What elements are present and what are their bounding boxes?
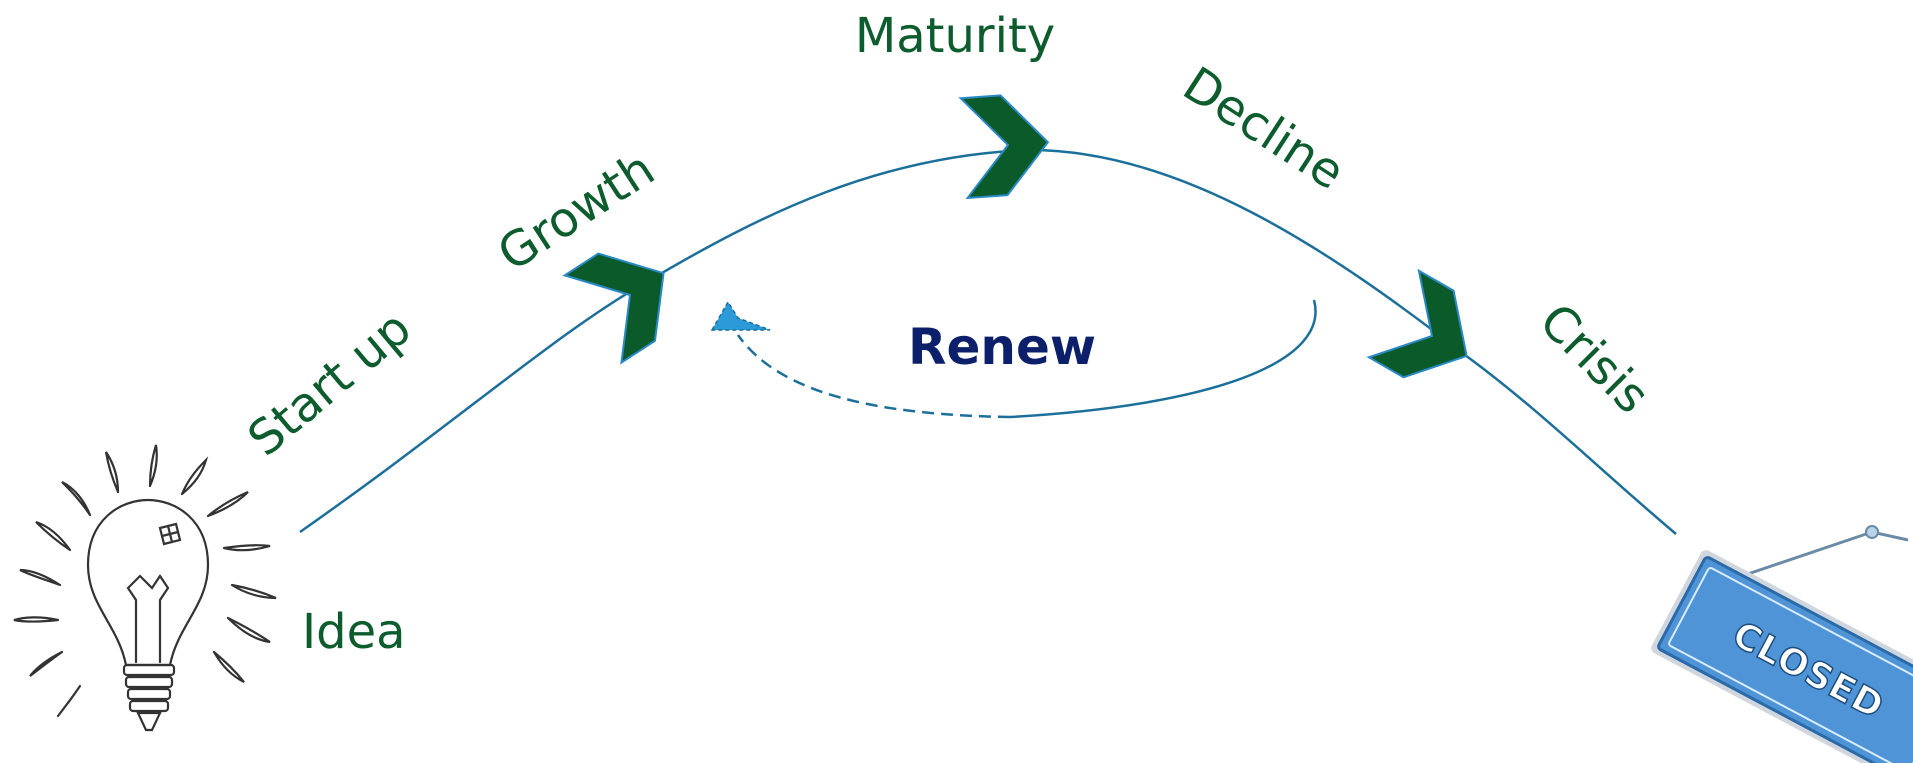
- renew-label: Renew: [908, 318, 1096, 376]
- stage-label-decline: Decline: [1173, 56, 1354, 201]
- stage-label-growth: Growth: [488, 141, 664, 283]
- stage-label-start-up: Start up: [238, 300, 422, 467]
- chevron-right-icon: [1366, 268, 1468, 379]
- stage-label-maturity: Maturity: [855, 8, 1055, 64]
- closed-sign-icon: CLOSED: [1651, 525, 1913, 763]
- renew-loop-dashed: [736, 334, 1011, 419]
- chevron-right-icon: [562, 252, 665, 365]
- renew-loop-solid: [1009, 299, 1317, 419]
- lightbulb-icon: [13, 444, 277, 732]
- stage-label-idea: Idea: [302, 604, 406, 660]
- renew-arrowhead-icon: [710, 300, 771, 331]
- chevron-right-icon: [958, 94, 1050, 200]
- stage-label-crisis: Crisis: [1529, 293, 1660, 424]
